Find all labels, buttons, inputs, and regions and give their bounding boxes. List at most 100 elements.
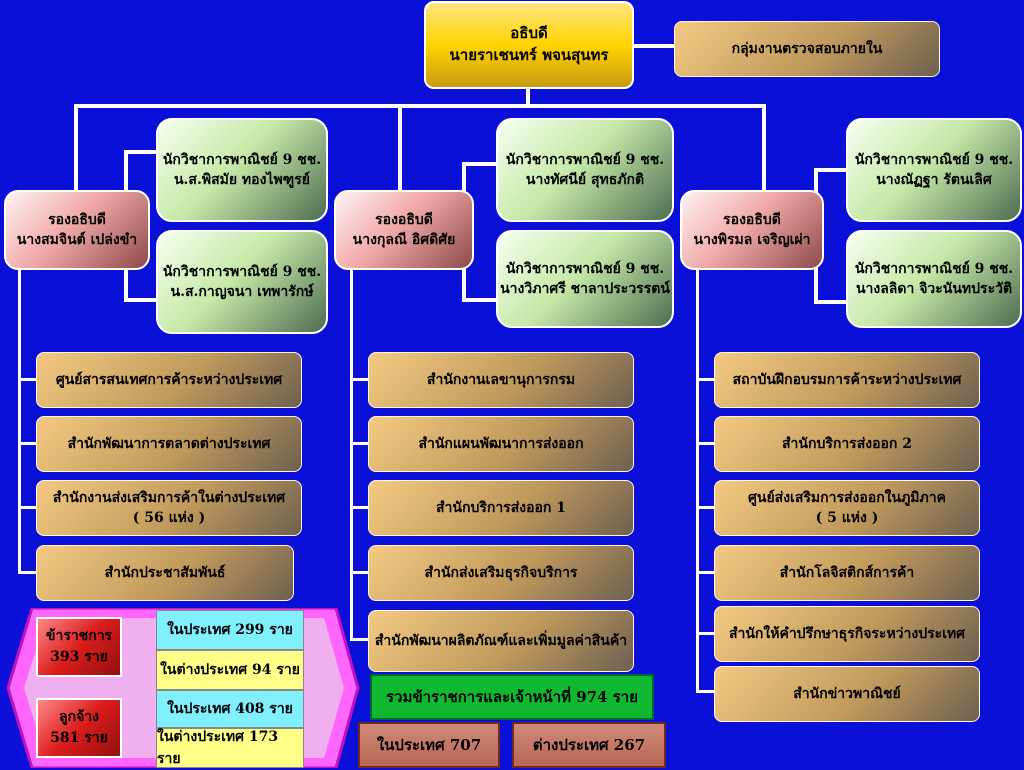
office-count: ( 5 แห่ง ) — [815, 510, 879, 526]
deputy-box-3: รองอธิบดี นางพิรมล เจริญเผ่า — [680, 190, 824, 270]
deputy-box-1: รองอธิบดี นางสมจินต์ เปล่งขำ — [4, 190, 150, 270]
audit-box: กลุ่มงานตรวจสอบภายใน — [674, 21, 940, 77]
connector — [814, 168, 848, 172]
office-name: ศูนย์สารสนเทศการค้าระหว่างประเทศ — [55, 371, 283, 388]
connector — [350, 571, 370, 574]
connector — [696, 378, 716, 381]
office-box: สำนักบริการส่งออก 2 — [714, 416, 980, 472]
office-name: สำนักข่าวพาณิชย์ — [793, 685, 901, 702]
employee-tag: ลูกจ้าง 581 ราย — [36, 698, 122, 758]
office-box: สำนักส่งเสริมธุรกิจบริการ — [368, 545, 634, 601]
office-name: สถาบันฝึกอบรมการค้าระหว่างประเทศ — [732, 371, 962, 388]
connector — [696, 632, 716, 635]
connector — [18, 571, 38, 574]
employee-domestic-label: ในประเทศ 408 ราย — [167, 701, 293, 717]
specialist-name: นางณัฏฐา รัตนเลิศ — [876, 172, 992, 188]
specialist-box: นักวิชาการพาณิชย์ 9 ชช. น.ส.กาญจนา เทพาร… — [156, 230, 328, 334]
office-name: สำนักงานส่งเสริมการค้าในต่างประเทศ — [52, 489, 286, 506]
specialist-box: นักวิชาการพาณิชย์ 9 ชช. นางณัฏฐา รัตนเลิ… — [846, 118, 1022, 222]
office-name: ศูนย์ส่งเสริมการส่งออกในภูมิภาค — [748, 489, 946, 506]
connector — [696, 571, 716, 574]
specialist-title: นักวิชาการพาณิชย์ 9 ชช. — [162, 151, 322, 168]
specialist-box: นักวิชาการพาณิชย์ 9 ชช. น.ส.พิสมัย ทองไพ… — [156, 118, 328, 222]
office-box: สำนักบริการส่งออก 1 — [368, 480, 634, 536]
deputy-name: นางสมจินต์ เปล่งขำ — [16, 232, 138, 248]
office-box: สำนักให้คำปรึกษาธุรกิจระหว่างประเทศ — [714, 606, 980, 662]
connector — [762, 104, 766, 190]
office-box: สำนักประชาสัมพันธ์ — [36, 545, 294, 601]
specialist-name: น.ส.กาญจนา เทพารักษ์ — [170, 284, 314, 300]
specialist-name: นางทัศนีย์ สุทธภักติ — [525, 172, 645, 188]
specialist-box: นักวิชาการพาณิชย์ 9 ชช. นางลลิดา จิวะนัน… — [846, 230, 1022, 328]
office-box: ศูนย์สารสนเทศการค้าระหว่างประเทศ — [36, 352, 302, 408]
connector — [350, 442, 370, 445]
office-name: สำนักแผนพัฒนาการส่งออก — [418, 435, 584, 452]
connector — [74, 104, 766, 108]
office-box: สำนักงานเลขานุการกรม — [368, 352, 634, 408]
specialist-title: นักวิชาการพาณิชย์ 9 ชช. — [854, 260, 1014, 277]
office-box: สำนักพัฒนาผลิตภัณฑ์และเพิ่มมูลค่าสินค้า — [368, 610, 634, 672]
office-name: สำนักงานเลขานุการกรม — [426, 371, 576, 388]
deputy-box-2: รองอธิบดี นางกุลณี อิศดิศัย — [334, 190, 474, 270]
connector — [696, 442, 716, 445]
civil-domestic-label: ในประเทศ 299 ราย — [167, 622, 293, 638]
specialist-box: นักวิชาการพาณิชย์ 9 ชช. นางทัศนีย์ สุทธภ… — [496, 118, 674, 222]
connector — [696, 506, 716, 509]
director-name: นายราเชนทร์ พจนสุนทร — [449, 46, 609, 64]
civil-count: 393 ราย — [50, 649, 108, 665]
employee-abroad-label: ในต่างประเทศ 173 ราย — [157, 729, 279, 767]
employee-count: 581 ราย — [50, 730, 108, 746]
connector — [462, 298, 498, 302]
abroad-total-bar: ต่างประเทศ 267 — [512, 722, 666, 768]
specialist-name: นางวิภาศรี ชาลาประวรรตน์ — [500, 281, 670, 297]
total-staff-label: รวมข้าราชการและเจ้าหน้าที่ 974 ราย — [386, 688, 638, 706]
connector — [18, 442, 38, 445]
employee-domestic-cell: ในประเทศ 408 ราย — [156, 690, 304, 728]
audit-label: กลุ่มงานตรวจสอบภายใน — [731, 40, 883, 57]
office-name: สำนักส่งเสริมธุรกิจบริการ — [424, 564, 578, 581]
office-box: ศูนย์ส่งเสริมการส่งออกในภูมิภาค ( 5 แห่ง… — [714, 480, 980, 536]
connector — [124, 150, 158, 154]
civil-servant-tag: ข้าราชการ 393 ราย — [36, 617, 122, 677]
connector — [350, 638, 370, 641]
director-box: อธิบดี นายราเชนทร์ พจนสุนทร — [424, 1, 634, 89]
connector — [631, 44, 675, 48]
deputy-title: รองอธิบดี — [723, 211, 781, 228]
office-count: ( 56 แห่ง ) — [132, 510, 206, 526]
office-box: สำนักโลจิสติกส์การค้า — [714, 545, 980, 601]
office-name: สำนักบริการส่งออก 2 — [781, 435, 912, 452]
connector — [350, 270, 353, 640]
office-name: สำนักพัฒนาการตลาดต่างประเทศ — [67, 435, 271, 452]
office-name: สำนักพัฒนาผลิตภัณฑ์และเพิ่มมูลค่าสินค้า — [374, 632, 628, 649]
connector — [18, 378, 38, 381]
office-name: สำนักประชาสัมพันธ์ — [104, 564, 226, 581]
office-name: สำนักให้คำปรึกษาธุรกิจระหว่างประเทศ — [728, 625, 966, 642]
connector — [124, 298, 158, 302]
specialist-title: นักวิชาการพาณิชย์ 9 ชช. — [162, 263, 322, 280]
civil-abroad-cell: ในต่างประเทศ 94 ราย — [156, 650, 304, 690]
connector — [526, 88, 530, 108]
connector — [398, 104, 402, 190]
office-box: สำนักงานส่งเสริมการค้าในต่างประเทศ ( 56 … — [36, 480, 302, 536]
connector — [18, 270, 21, 572]
specialist-title: นักวิชาการพาณิชย์ 9 ชช. — [505, 260, 665, 277]
office-box: สถาบันฝึกอบรมการค้าระหว่างประเทศ — [714, 352, 980, 408]
employee-label: ลูกจ้าง — [59, 709, 99, 725]
deputy-name: นางพิรมล เจริญเผ่า — [693, 232, 811, 248]
deputy-name: นางกุลณี อิศดิศัย — [352, 232, 456, 248]
connector — [814, 300, 848, 304]
specialist-name: น.ส.พิสมัย ทองไพฑูรย์ — [173, 172, 311, 188]
office-name: สำนักโลจิสติกส์การค้า — [779, 564, 915, 581]
civil-abroad-label: ในต่างประเทศ 94 ราย — [160, 662, 300, 678]
deputy-title: รองอธิบดี — [48, 211, 106, 228]
specialist-name: นางลลิดา จิวะนันทประวัติ — [855, 281, 1013, 297]
office-box: สำนักข่าวพาณิชย์ — [714, 666, 980, 722]
connector — [18, 506, 38, 509]
connector — [462, 162, 498, 166]
specialist-title: นักวิชาการพาณิชย์ 9 ชช. — [505, 151, 665, 168]
connector — [350, 378, 370, 381]
civil-label: ข้าราชการ — [45, 628, 113, 644]
connector — [696, 690, 716, 693]
specialist-title: นักวิชาการพาณิชย์ 9 ชช. — [854, 151, 1014, 168]
connector — [696, 270, 699, 690]
